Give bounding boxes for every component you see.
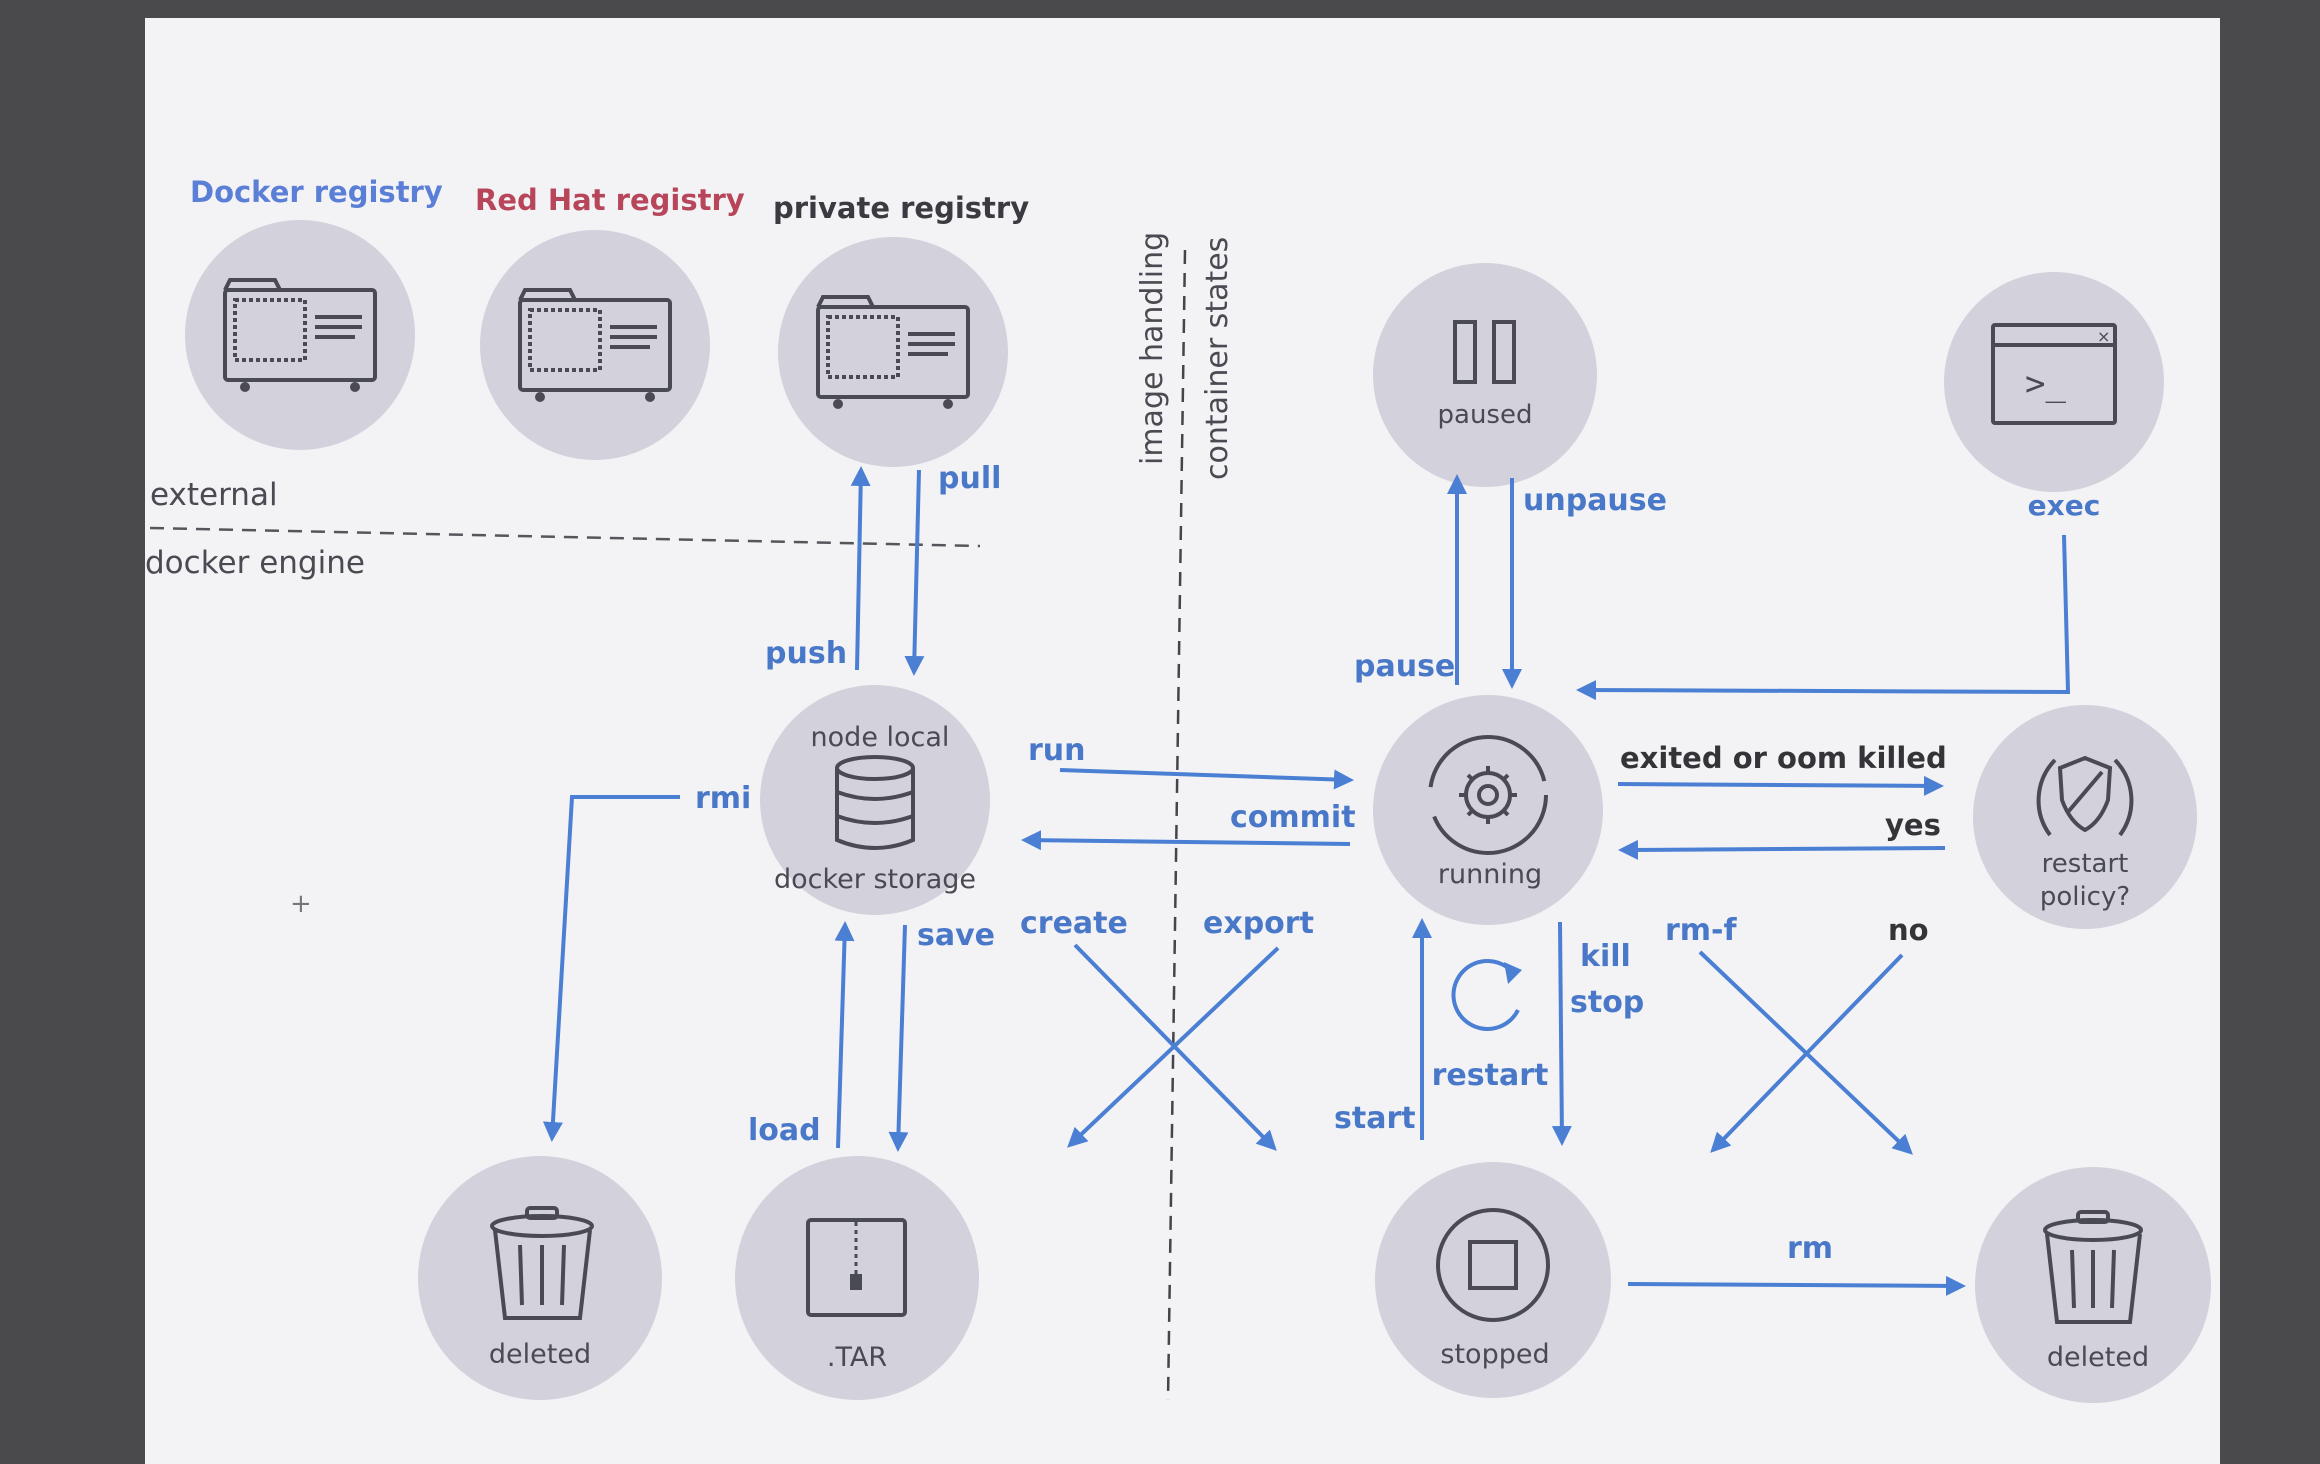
deleted-image-label: deleted [489,1339,591,1370]
storage-node: node local docker storage [760,685,990,915]
yes-label: yes [1885,808,1941,842]
registry-server-icon [518,288,672,402]
docker-registry-title: Docker registry [190,175,443,209]
start-label: start [1334,1101,1416,1136]
stopped-label: stopped [1440,1339,1549,1370]
trash-icon [2043,1210,2143,1324]
rm-arrow [1627,1275,1966,1296]
plus-mark: + [290,889,312,919]
running-label: running [1438,859,1542,890]
exec-arrow [1576,534,2071,701]
rm-f-arrow [1698,950,1913,1155]
stop-icon [1436,1208,1550,1322]
tar-node: .TAR [735,1156,979,1400]
paused-label: paused [1438,400,1533,430]
external-zone-label: external [150,477,278,513]
kill-stop-arrow [1551,921,1572,1146]
rm-f-label: rm-f [1665,913,1738,948]
stopped-node: stopped [1375,1162,1611,1398]
create-label: create [1020,906,1128,941]
pull-label: pull [938,461,1001,496]
restart-policy-node: restart policy? [1973,705,2197,929]
rmi-label: rmi [695,781,751,816]
redhat-registry-node [480,230,710,460]
archive-icon [806,1218,907,1317]
refresh-icon [1451,959,1522,1031]
yes-arrow [1618,839,1946,860]
exited-arrow [1617,775,1944,796]
image-container-divider [1166,249,1187,1401]
deleted-image-node: deleted [418,1156,662,1400]
svg-text:>_: >_ [2025,364,2066,404]
redhat-registry-title: Red Hat registry [475,183,745,217]
pull-arrow [904,469,925,676]
pause-label: pause [1354,649,1455,684]
export-label: export [1203,906,1314,941]
push-arrow [850,466,871,671]
push-label: push [765,636,847,671]
private-registry-node [778,237,1008,467]
deleted-container-node: deleted [1975,1167,2211,1403]
image-handling-label: image handling [1135,232,1170,465]
running-node: running [1373,695,1603,925]
tar-label: .TAR [827,1342,887,1373]
storage-label-bottom: docker storage [774,864,976,895]
unpause-label: unpause [1523,483,1667,518]
private-registry-title: private registry [773,191,1029,225]
exec-label: exec [2028,489,2101,522]
kill-label: kill [1580,939,1631,974]
terminal-icon: × >_ [1991,323,2117,425]
rm-label: rm [1787,1231,1833,1266]
run-arrow [1059,768,1354,790]
commit-label: commit [1230,800,1356,835]
save-arrow [888,924,909,1152]
pause-icon [1453,320,1516,384]
external-engine-divider [149,526,981,548]
registry-server-icon [816,295,970,409]
storage-label-top: node local [811,722,950,753]
save-label: save [917,918,995,953]
exited-label: exited or oom killed [1620,741,1947,775]
container-states-label: container states [1200,237,1235,480]
database-icon [835,755,915,850]
load-label: load [748,1113,821,1148]
no-arrow [1710,953,1904,1153]
restart-policy-label-1: restart [2042,849,2129,879]
commit-arrow [1021,830,1351,851]
docker-registry-node [185,220,415,450]
export-arrow [1073,943,1277,1151]
run-label: run [1028,733,1086,768]
paused-node: paused [1373,263,1597,487]
no-label: no [1888,913,1929,947]
deleted-container-label: deleted [2047,1342,2149,1373]
docker-engine-zone-label: docker engine [145,545,365,581]
trash-icon [490,1206,594,1320]
rmi-arrow [542,795,680,1142]
registry-server-icon [223,278,377,392]
gear-icon [1428,735,1548,855]
restart-policy-label-2: policy? [2040,882,2130,912]
svg-text:×: × [2097,327,2110,346]
stop-label: stop [1570,985,1644,1020]
load-arrow [834,921,855,1149]
shield-icon [2036,755,2134,837]
restart-label: restart [1432,1058,1549,1093]
exec-node: × >_ [1944,272,2164,492]
